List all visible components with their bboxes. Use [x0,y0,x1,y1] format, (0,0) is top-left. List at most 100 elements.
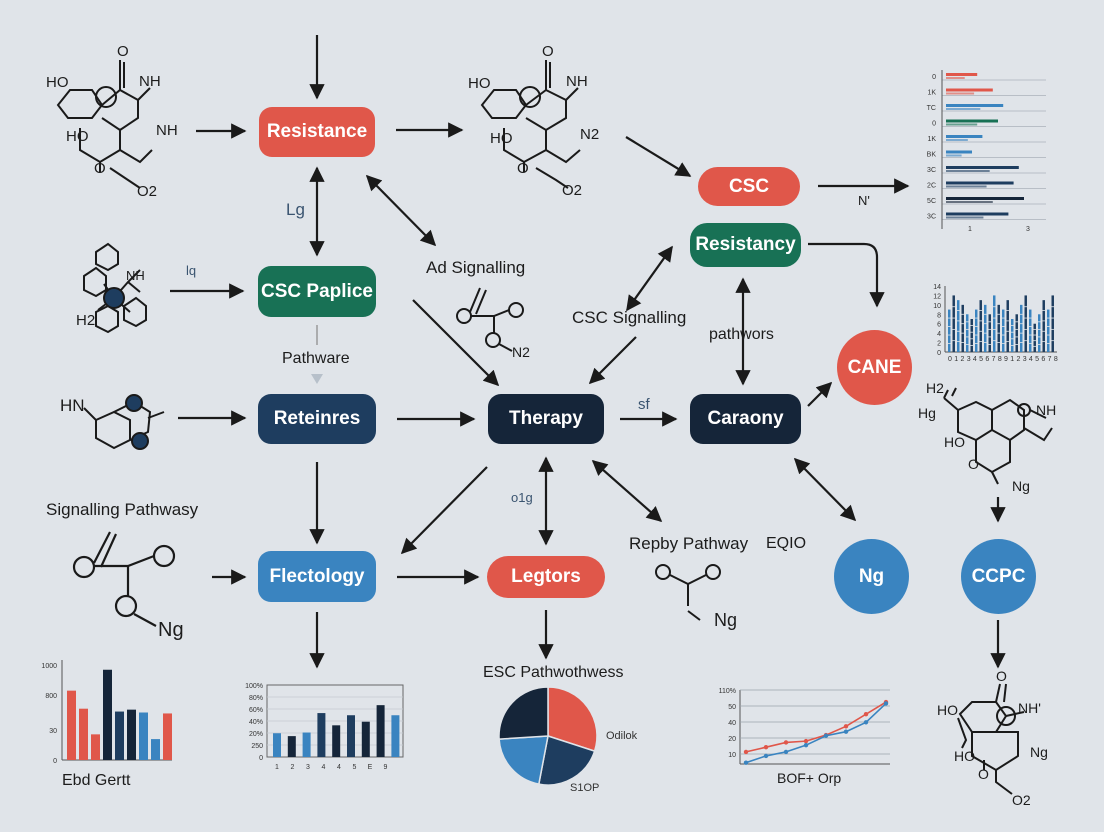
bar [946,181,1014,185]
bar [961,304,964,352]
arrow-resistance-ad-signalling [365,174,437,247]
node-legtors: Legtors [487,556,605,598]
label-o1g: o1g [511,490,533,505]
molecule-3-center-atom [103,287,125,309]
molecule-structure-7 [655,564,721,621]
mol9-atom-o: O [996,668,1007,684]
x-tick-label: 5 [979,356,983,363]
bar [115,711,124,760]
label-sf: sf [638,396,650,413]
molecule-8-ring-atom [1017,403,1031,417]
label-ad-signalling: Ad Signalling [426,258,526,277]
bar [988,314,991,352]
bar [970,319,973,352]
mol5-atom-ng: Ng [158,619,184,641]
mol8-atom-nh: NH [1036,402,1057,418]
molecule-structure-4 [83,400,165,450]
y-tick-label: 2C [927,183,936,190]
mol9-atom-ng: Ng [1030,744,1048,760]
x-tick-label: 9 [384,764,388,771]
y-tick-label: 0 [932,74,936,81]
label-csc-signalling: CSC Signalling [572,308,687,327]
mol7-atom-ng: Ng [714,610,738,630]
arrow-mol2-to-csc [625,136,692,177]
arrow-therapy-to-flectology [400,466,488,555]
mol2-atom-nh: NH [566,73,588,90]
bar [1042,300,1045,352]
x-tick-label: 8 [1054,356,1058,363]
bar [91,734,100,760]
y-tick-label: 60% [249,707,263,714]
y-tick-label: 0 [932,121,936,128]
series-line [745,702,887,764]
mol1-atom-o-bottom: O [94,160,106,177]
bar [957,300,960,352]
bar [151,739,160,760]
bar [103,669,112,760]
molecule-4-atom-a [125,394,143,412]
bar [1051,295,1054,352]
x-tick-label: E [368,764,373,771]
bar [1002,309,1005,352]
pie-slice [498,686,549,740]
series-point [743,760,749,765]
y-tick-label: 30 [49,728,57,735]
y-tick-label: 14 [933,284,941,291]
x-tick-label: 0 [948,356,952,363]
x-tick-label: 7 [1048,356,1052,363]
arrow-caraony-ng [793,457,857,522]
bar [376,705,385,757]
mol9-atom-o-bottom: O [978,766,989,782]
y-tick-label: 3C [927,167,936,174]
molecule-4-atom-b [131,432,149,450]
mol9-atom-o2: O2 [1012,792,1031,808]
x-tick-label: 3 [967,356,971,363]
label-signalling-pathwasy: Signalling Pathwasy [46,500,199,519]
x-tick-label: 4 [337,764,341,771]
y-tick-label: BK [927,152,937,159]
series-point [783,749,789,755]
node-ccpc: CCPC [961,539,1036,614]
y-tick-label: 50 [728,704,736,711]
y-tick-label: 4 [937,331,941,338]
mol3-atom-h2: H2 [76,312,96,329]
x-tick-label: 4 [973,356,977,363]
bar [1006,300,1009,352]
node-ng: Ng [834,539,909,614]
bar [1020,304,1023,352]
bar [946,119,998,123]
y-tick-label: 10 [933,303,941,310]
bar [946,108,981,110]
bar [139,712,148,760]
x-tick-label: 5 [1035,356,1039,363]
bar [317,713,326,757]
mol8-atom-h2: H2 [926,380,944,396]
bar [975,309,978,352]
pie-slice [537,735,596,786]
mol6-atom-n2: N2 [512,344,530,360]
y-tick-label: 1000 [41,663,57,670]
mol8-atom-o: O [968,456,979,472]
pie-slice [547,686,598,753]
series-line [745,701,887,753]
label-repby-pathway: Repby Pathway [629,534,749,553]
y-tick-label: 0 [259,755,263,762]
bar [302,732,311,757]
arrows [170,35,1006,669]
x-tick-label: 9 [1004,356,1008,363]
bar [946,139,968,141]
y-tick-label: 12 [933,293,941,300]
y-tick-label: 40 [728,720,736,727]
bar [1038,314,1041,352]
mol2-atom-ho-left: HO [490,130,513,147]
label-n-prime: N' [858,193,870,208]
y-tick-label: 20% [249,731,263,738]
series-point [763,744,769,750]
bar [946,201,993,203]
molecule-structure-2 [480,60,581,189]
mol2-atom-o: O [542,43,554,60]
bar [946,154,962,157]
y-tick-label: 6 [937,322,941,329]
